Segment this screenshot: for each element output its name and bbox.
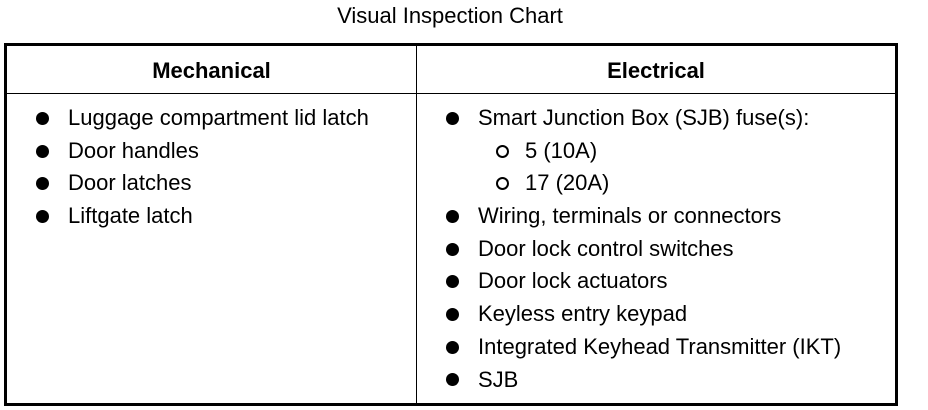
bullet-icon [36,111,49,125]
header-divider [7,93,895,94]
chart-title: Visual Inspection Chart [337,3,563,28]
bullet-icon [446,275,459,289]
list-item-label: Wiring, terminals or connectors [478,203,782,229]
list-item: SJB [443,364,841,397]
open-circle-bullet-icon [496,177,509,191]
open-circle-bullet-icon [496,144,509,158]
bullet-icon [446,340,459,354]
list-item-label: Smart Junction Box (SJB) fuse(s): [478,105,810,130]
list-item: Liftgate latch [33,200,369,233]
bullet-icon [446,373,459,387]
list-item-label: Luggage compartment lid latch [68,105,369,130]
bullet-icon [36,209,49,223]
list-item: Luggage compartment lid latch [33,102,369,135]
list-item-label: Door lock actuators [478,268,668,294]
bullet-icon [446,209,459,223]
list-item-label: Liftgate latch [68,203,193,229]
list-item: Smart Junction Box (SJB) fuse(s): [443,102,841,135]
bullet-icon [36,144,49,158]
column-divider [416,46,417,403]
sub-list-item-label: 17 (20A) [525,170,610,196]
mechanical-column-header: Mechanical [152,58,271,83]
list-item-label: Integrated Keyhead Transmitter (IKT) [478,333,842,359]
list-item-label: SJB [478,366,519,392]
list-item: Keyless entry keypad [443,298,841,331]
list-item: Wiring, terminals or connectors [443,200,841,233]
mechanical-list: Luggage compartment lid latch Door handl… [33,102,369,233]
list-item: Door lock control switches [443,233,841,266]
list-item: Door handles [33,135,369,168]
bullet-icon [446,242,459,256]
inspection-table: Mechanical Electrical Luggage compartmen… [4,43,898,406]
sub-list-item: 5 (10A) [443,135,841,168]
list-item-label: Door latches [68,170,192,196]
list-item-label: Door lock control switches [478,235,734,261]
sub-list-item: 17 (20A) [443,167,841,200]
list-item-label: Keyless entry keypad [478,301,688,327]
list-item: Door lock actuators [443,265,841,298]
electrical-list: Smart Junction Box (SJB) fuse(s): 5 (10A… [443,102,841,396]
list-item: Integrated Keyhead Transmitter (IKT) [443,331,841,364]
list-item-label: Door handles [68,137,199,163]
bullet-icon [36,177,49,191]
sub-list-item-label: 5 (10A) [525,137,598,163]
list-item: Door latches [33,167,369,200]
bullet-icon [446,307,459,321]
electrical-column-header: Electrical [607,58,705,83]
bullet-icon [446,111,459,125]
